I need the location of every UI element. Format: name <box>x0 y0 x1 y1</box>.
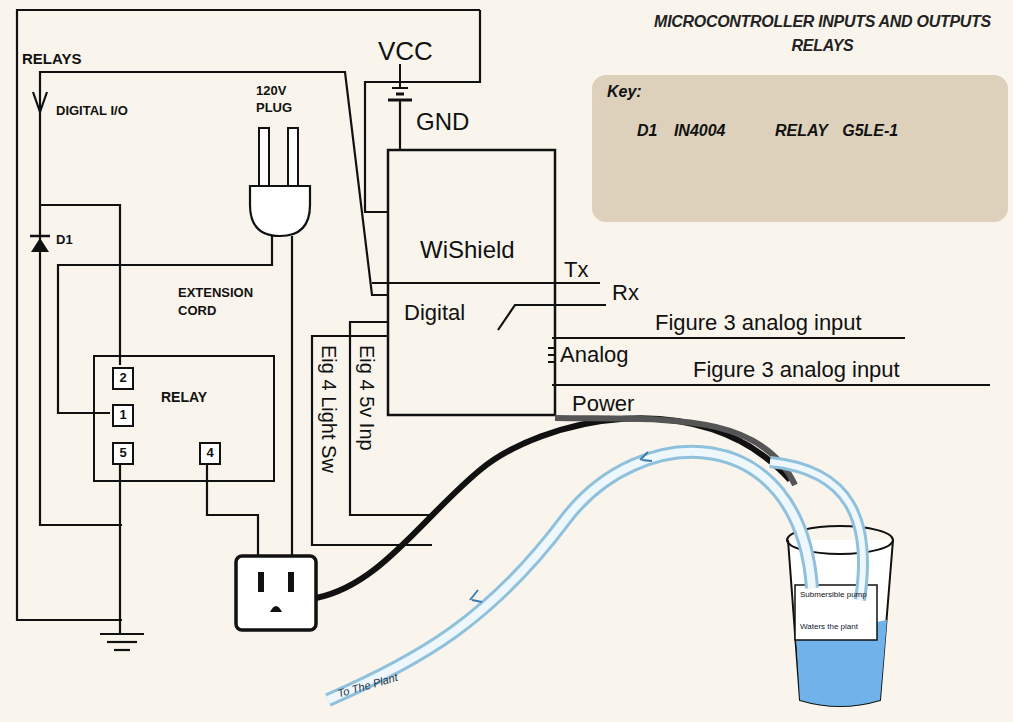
node-text: 5 <box>114 444 132 462</box>
fig4-5v-wire <box>350 322 432 515</box>
pump-note: Waters the plant <box>800 622 858 631</box>
node-text: RELAY <box>161 389 207 405</box>
diode-wire <box>40 110 122 525</box>
part-label: D1 <box>56 232 73 247</box>
node-text: Key: <box>607 83 642 101</box>
microcontroller-box <box>388 150 555 415</box>
node-text: 1 <box>114 406 132 424</box>
supply-wire <box>17 10 480 620</box>
signal-label: Figure 3 analog input <box>655 310 862 336</box>
node-text: Submersible pump <box>800 590 867 599</box>
input-fork <box>33 92 47 112</box>
key-panel: Key: D1 IN4004 RELAY G5LE-1 <box>592 75 1008 222</box>
pin5-wire <box>119 462 121 634</box>
pin2-wire <box>40 205 120 365</box>
gnd-wire <box>399 100 401 150</box>
relay-pin: 2 <box>112 367 134 390</box>
pump-body <box>795 585 877 640</box>
power-label: GND <box>416 108 469 136</box>
part-label: 120V PLUG <box>256 82 304 116</box>
hose-label: To The Plant <box>336 671 399 700</box>
pin4-wire <box>207 462 258 556</box>
pump-label-area: Submersible pump <box>796 586 876 608</box>
hoses <box>328 452 863 700</box>
node-text: 4 <box>201 444 219 462</box>
tx-wire <box>372 282 600 284</box>
plug-symbol <box>250 128 310 236</box>
pin-label: Rx <box>612 280 639 306</box>
relay-box: RELAY 2 1 5 4 <box>93 355 275 482</box>
rx-wire <box>498 305 606 330</box>
pin1-wire <box>58 236 272 413</box>
node-text: RELAY G5LE-1 <box>775 122 898 140</box>
section-label: RELAYS <box>22 50 81 67</box>
pump-power-cord <box>316 418 790 598</box>
outlet-symbol <box>236 556 316 630</box>
pin-label: Tx <box>564 257 588 283</box>
battery-symbol <box>388 64 412 100</box>
digital-wire <box>40 72 388 295</box>
node-text: D1 IN4004 <box>637 122 726 140</box>
ground-symbol <box>100 634 144 650</box>
pin-label: Analog <box>560 342 629 368</box>
part-label: EXTENSION CORD <box>178 284 274 320</box>
microcontroller-box: WiShieldDigital <box>388 150 555 415</box>
node-text: 2 <box>114 369 132 387</box>
pin-label: Power <box>572 391 634 417</box>
analog-wire <box>552 337 905 339</box>
cord-wire <box>291 236 293 556</box>
signal-label: DIGITAL I/O <box>56 103 128 118</box>
diagram-title: MICROCONTROLLER INPUTS AND OUTPUTS RELAY… <box>640 10 1005 58</box>
signal-label: Eig 4 5v Inp <box>355 345 378 451</box>
fig4-light-wire <box>312 336 432 545</box>
vcc-wire <box>365 10 480 212</box>
relay-pin: 4 <box>199 442 221 465</box>
node-text: WiShield <box>420 236 515 264</box>
signal-label: Figure 3 analog input <box>693 357 900 383</box>
power-label: VCC <box>378 36 433 67</box>
signal-label: Eig 4 Light Sw <box>317 345 340 473</box>
relay-pin: 5 <box>112 442 134 465</box>
diode-symbol <box>30 236 50 252</box>
relay-pin: 1 <box>112 404 134 427</box>
node-text: Digital <box>404 300 465 326</box>
analog-wire <box>552 384 990 386</box>
